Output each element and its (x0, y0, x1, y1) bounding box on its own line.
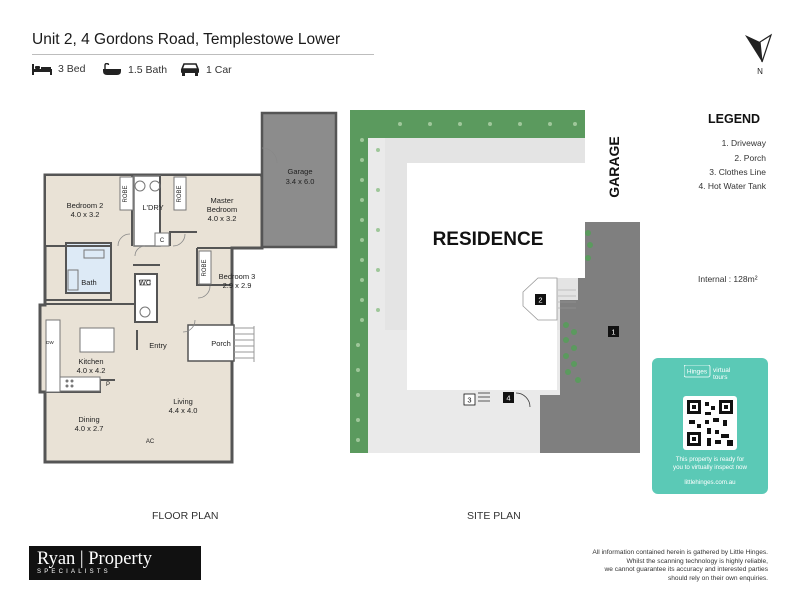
internal-area: Internal : 128m² (698, 274, 758, 284)
bedroom2-dims: 4.0 x 3.2 (71, 210, 100, 219)
disclaimer: All information contained herein is gath… (548, 549, 768, 583)
robe-label-bedroom2: ROBE (123, 185, 129, 202)
feature-baths: 1.5 Bath (102, 63, 167, 76)
legend-item-clothes-line: 3. Clothes Line (709, 167, 766, 177)
vt-brand-sub: virtual (713, 367, 731, 374)
ac-label: AC (146, 439, 155, 445)
bedroom3-name: Bedroom 3 (219, 272, 256, 281)
vt-brand-sub2: tours (713, 374, 728, 381)
title-divider (32, 54, 374, 55)
marker-2: 2 (538, 296, 542, 305)
baths-label: 1.5 Bath (128, 63, 168, 76)
legend-title: LEGEND (708, 112, 761, 126)
disclaimer-line4: should rely on their own enquiries. (667, 574, 768, 582)
north-label: N (757, 67, 763, 76)
entry-name: Entry (149, 341, 167, 350)
site-garage-label: GARAGE (606, 136, 622, 197)
site-plan-caption: SITE PLAN (467, 510, 521, 522)
legend-item-hot-water-tank: 4. Hot Water Tank (698, 181, 766, 191)
feature-cars: 1 Car (180, 63, 232, 76)
vt-url-link[interactable]: littlehinges.com.au (684, 479, 736, 486)
bedroom3-dims: 2.9 x 2.9 (223, 281, 252, 290)
car-icon (180, 63, 200, 76)
master-dims: 4.0 x 3.2 (208, 214, 237, 223)
dishwasher-label: DW (46, 340, 54, 345)
marker-4: 4 (506, 394, 510, 403)
robe-label-bedroom3: ROBE (202, 259, 208, 276)
wc-name: WC (139, 278, 152, 287)
logo-subtitle: SPECIALISTS (37, 569, 111, 575)
marker-3: 3 (467, 396, 471, 405)
qr-code-icon[interactable] (683, 396, 737, 450)
bedroom2-name: Bedroom 2 (67, 201, 104, 210)
cars-label: 1 Car (206, 63, 232, 76)
living-name: Living (173, 397, 193, 406)
kitchen-dims: 4.0 x 4.2 (77, 366, 106, 375)
master-name2: Bedroom (207, 205, 237, 214)
garage-name: Garage (287, 167, 312, 176)
legend-item-driveway: 1. Driveway (721, 138, 766, 148)
hinges-logo-icon: Hinges virtual tours (684, 365, 731, 381)
bath-icon (102, 63, 122, 76)
laundry-name: L'DRY (142, 203, 163, 212)
property-address-title: Unit 2, 4 Gordons Road, Templestowe Lowe… (32, 31, 341, 48)
disclaimer-line1: All information contained herein is gath… (592, 549, 768, 556)
pantry-label: P (106, 382, 110, 388)
living-dims: 4.4 x 4.0 (169, 406, 198, 415)
residence-label: RESIDENCE (433, 229, 544, 250)
robe-label-master: ROBE (177, 185, 183, 202)
north-arrow-icon: N (745, 33, 773, 76)
feature-beds: 3 Bed (32, 63, 85, 75)
agency-logo: Ryan | Property SPECIALISTS (29, 546, 201, 580)
dining-name: Dining (78, 415, 99, 424)
vt-ready-line1: This property is ready for (675, 456, 745, 463)
vt-ready-line2: you to virtually inspect now (673, 464, 747, 471)
marker-1: 1 (611, 328, 615, 337)
garage-dims: 3.4 x 6.0 (286, 177, 315, 186)
porch-name: Porch (211, 339, 231, 348)
logo-name: Ryan | Property (37, 549, 152, 569)
floor-plan-caption: FLOOR PLAN (152, 510, 219, 522)
disclaimer-line2: Whilst the scanning technology is highly… (626, 557, 768, 565)
virtual-tour-card[interactable]: Hinges virtual tours This property is re… (652, 358, 768, 494)
vt-brand: Hinges (687, 369, 708, 376)
bed-icon (32, 63, 52, 75)
vt-ready-text: This property is ready for you to virtua… (656, 456, 764, 472)
disclaimer-line3: we cannot guarantee its accuracy and int… (604, 566, 768, 574)
cupboard-label: C (160, 238, 165, 244)
kitchen-name: Kitchen (78, 357, 103, 366)
master-name: Master (211, 196, 234, 205)
dining-dims: 4.0 x 2.7 (75, 424, 104, 433)
legend-item-porch: 2. Porch (734, 153, 766, 163)
bath-name: Bath (81, 278, 96, 287)
beds-label: 3 Bed (58, 63, 86, 75)
